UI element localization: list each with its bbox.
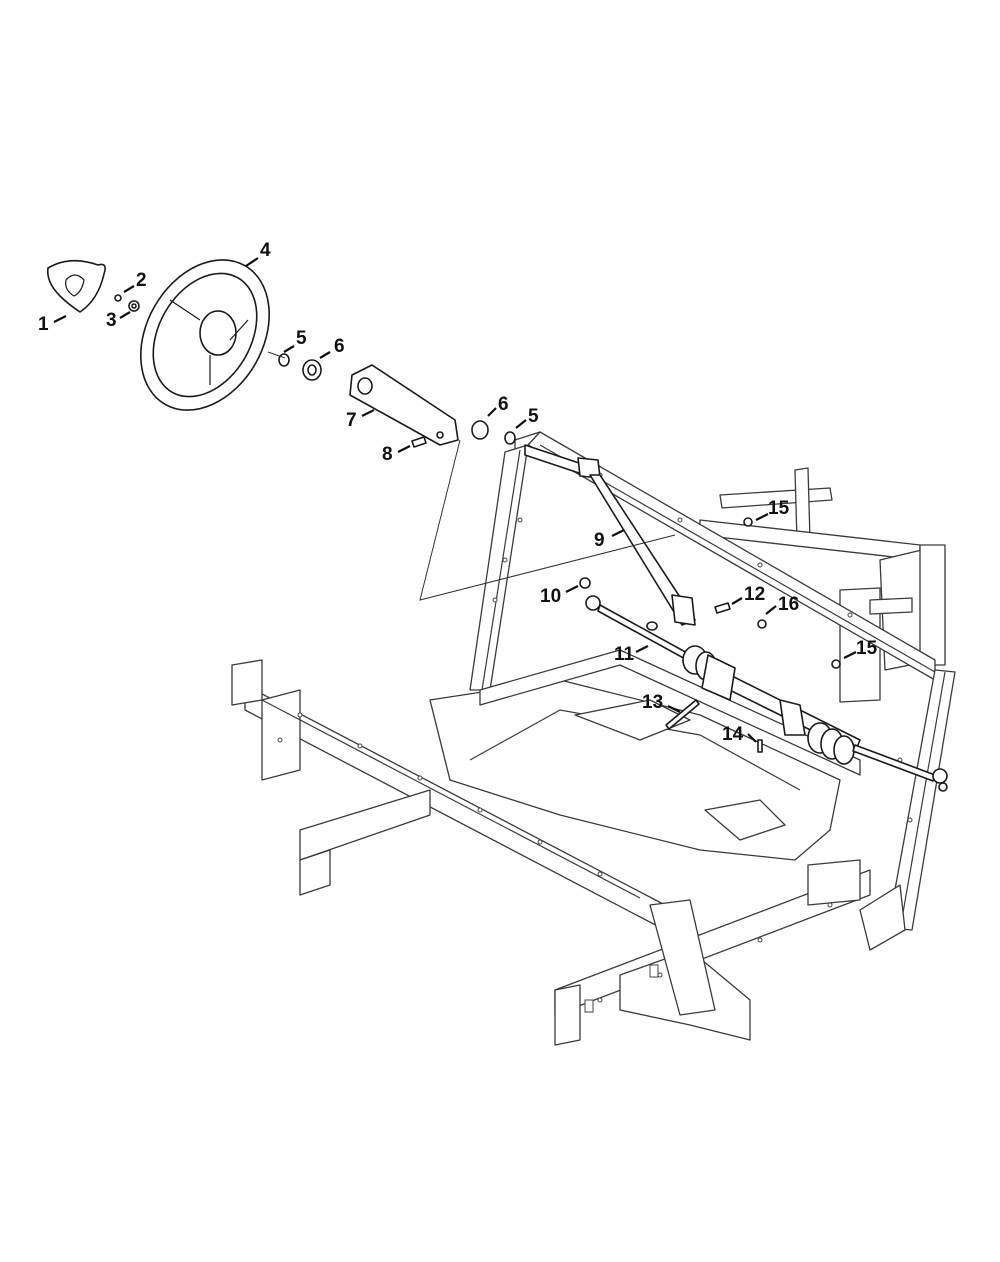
callout-leaders bbox=[53, 257, 857, 743]
vehicle-frame bbox=[231, 431, 956, 1046]
steering-rack-part bbox=[682, 645, 948, 792]
retaining-ring-part-lower bbox=[504, 431, 516, 445]
assembly-guide-line-column bbox=[267, 351, 286, 359]
bushing-part-lower bbox=[471, 420, 489, 440]
pinch-bolt-part bbox=[714, 602, 731, 614]
callout-9: 9 bbox=[594, 530, 605, 551]
callout-4: 4 bbox=[260, 240, 271, 261]
nut-part-upper bbox=[743, 517, 753, 527]
washer-part bbox=[128, 300, 140, 312]
nut-part-rack bbox=[831, 659, 841, 669]
bushing-part bbox=[302, 359, 322, 381]
callout-7: 7 bbox=[346, 410, 357, 431]
steering-shaft-part bbox=[524, 444, 696, 626]
nut-part bbox=[579, 577, 591, 589]
callout-3: 3 bbox=[106, 310, 117, 331]
callout-11: 11 bbox=[614, 644, 635, 665]
callout-16: 16 bbox=[778, 594, 799, 615]
callout-13: 13 bbox=[642, 692, 663, 713]
callout-1: 1 bbox=[38, 314, 49, 335]
callout-8: 8 bbox=[382, 444, 393, 465]
callout-10: 10 bbox=[540, 586, 561, 607]
clamp-bolt-part bbox=[757, 739, 763, 753]
screw-part bbox=[114, 294, 122, 302]
lock-nut-part bbox=[757, 619, 767, 629]
assembly-guide-line bbox=[419, 439, 676, 601]
callout-15: 15 bbox=[768, 498, 790, 519]
retaining-ring-part bbox=[278, 353, 290, 367]
steering-column-bracket-part bbox=[349, 364, 459, 446]
mounting-bolt-part bbox=[665, 699, 700, 730]
callout-2: 2 bbox=[136, 270, 147, 291]
tie-rod-part bbox=[585, 595, 701, 667]
callout-6-lower: 6 bbox=[498, 394, 509, 415]
center-cap-part bbox=[46, 259, 106, 313]
steering-wheel-part bbox=[139, 259, 271, 411]
bolt-part bbox=[411, 436, 427, 448]
callout-14: 14 bbox=[722, 724, 744, 745]
callout-5-lower: 5 bbox=[528, 406, 539, 427]
callout-12: 12 bbox=[744, 584, 765, 605]
callout-6: 6 bbox=[334, 336, 345, 357]
callout-15-rack: 15 bbox=[856, 638, 878, 659]
callout-5: 5 bbox=[296, 328, 307, 349]
